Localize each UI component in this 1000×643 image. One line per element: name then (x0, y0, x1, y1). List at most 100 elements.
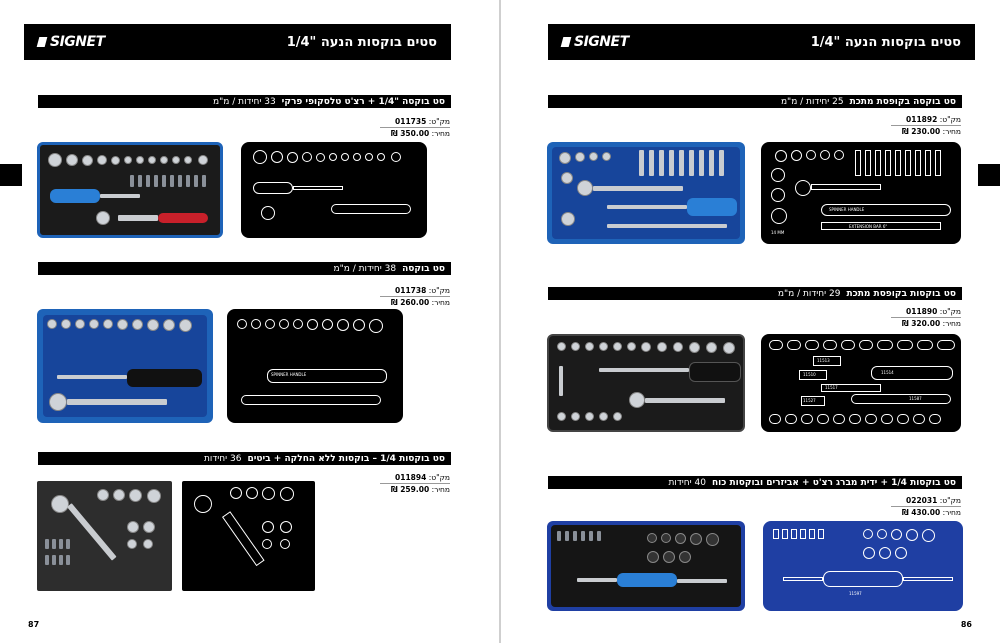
socket (571, 342, 580, 351)
socket (143, 539, 153, 549)
logo-mark-icon (36, 37, 48, 47)
spinner-handle (689, 362, 741, 382)
outline-adapter (801, 396, 825, 406)
page-title: סטים בוקסות הנעה "1/4 (286, 34, 437, 50)
meta-divider (891, 506, 961, 507)
logo-mark-icon (560, 37, 572, 47)
outline-tool-label: 11597 (849, 591, 862, 596)
product-price: 259.00 ₪ (390, 485, 430, 494)
impact-socket (647, 533, 657, 543)
product-outline-011738: SPINNER HANDLE (227, 309, 403, 423)
product-outline-011735 (241, 142, 427, 238)
outline-bit-socket (895, 150, 901, 176)
socket (111, 156, 120, 165)
product-title: סט בוקסה (402, 263, 445, 274)
outline-socket (271, 151, 283, 163)
outline-socket (929, 414, 941, 424)
meta-divider (380, 296, 450, 297)
product-photo-011892 (547, 142, 745, 244)
outline-socket (287, 152, 298, 163)
outline-socket (369, 319, 383, 333)
product-outline-022031: 11597 (763, 521, 963, 611)
spinner-handle-label: SPINNER HANDLE (271, 372, 307, 377)
ratchet-handle (645, 398, 725, 403)
outline-socket (353, 153, 361, 161)
outline-bit-socket (905, 150, 911, 176)
socket (571, 412, 580, 421)
outline-socket (771, 208, 787, 224)
impact-socket (661, 533, 671, 543)
outline-socket (865, 414, 877, 424)
outline-bit-socket (915, 150, 921, 176)
socket (47, 319, 57, 329)
socket (89, 319, 99, 329)
outline-socket (775, 150, 787, 162)
outline-socket (891, 529, 902, 540)
outline-socket (806, 150, 816, 160)
outline-socket (316, 153, 325, 162)
product-title: סט בוקסה "1/4 + רצ'ט טלסקופי פרקי (281, 96, 445, 107)
bit (589, 531, 593, 541)
product-count: 36 יחידות (203, 453, 242, 464)
outline-ratchet-head (194, 495, 212, 513)
ratchet-head (577, 180, 593, 196)
socket (163, 319, 175, 331)
outline-socket (817, 414, 829, 424)
outline-socket (265, 319, 275, 329)
outline-bit-socket (875, 150, 881, 176)
code-label: מק"ט: (939, 307, 961, 316)
outline-socket (820, 150, 830, 160)
outline-bit (818, 529, 824, 539)
product-photo-011738 (37, 309, 213, 423)
bit (130, 175, 134, 187)
impact-socket (647, 551, 659, 563)
socket (599, 342, 608, 351)
outline-socket (230, 487, 242, 499)
bit (52, 539, 56, 549)
outline-tool-label: 11513 (817, 358, 830, 363)
outline-socket (895, 547, 907, 559)
outline-extension (903, 577, 953, 581)
outline-socket (329, 153, 337, 161)
meta-divider (380, 483, 450, 484)
bit (154, 175, 158, 187)
product-meta: מק"ט: 022031 מחיר: 430.00 ₪ (821, 495, 961, 518)
outline-socket (791, 150, 802, 161)
ratchet-grip (158, 213, 208, 223)
bit (178, 175, 182, 187)
bit-socket (679, 150, 684, 176)
product-code: 011735 (395, 117, 427, 126)
outline-bit (791, 529, 797, 539)
outline-socket (881, 414, 893, 424)
outline-socket (280, 487, 294, 501)
page-title: סטים בוקסות הנעה "1/4 (810, 34, 961, 50)
impact-socket (706, 533, 719, 546)
product-title: סט בוקסות 1/4 + ידית מברג רצ'ט + אביזרים… (711, 477, 956, 488)
outline-socket (262, 539, 272, 549)
product-count: 29 יחידות / מ"מ (777, 288, 841, 299)
outline-socket (801, 414, 813, 424)
outline-extension (293, 186, 343, 190)
product-photo-011894 (37, 481, 172, 591)
outline-socket (341, 153, 349, 161)
outline-tool-label: 11527 (803, 398, 816, 403)
code-label: מק"ט: (428, 117, 450, 126)
outline-tool-label: 11517 (825, 385, 838, 390)
brand-name: SIGNET (50, 34, 105, 50)
code-label: מק"ט: (939, 115, 961, 124)
outline-spinner-handle (871, 366, 953, 380)
bit-socket (709, 150, 714, 176)
bit-socket (639, 150, 644, 176)
outline-socket (805, 340, 819, 350)
bit (573, 531, 577, 541)
spinner-shaft (607, 205, 687, 209)
socket (172, 156, 180, 164)
code-label: מק"ט: (428, 286, 450, 295)
bit (597, 531, 601, 541)
outline-bit-socket (885, 150, 891, 176)
socket (723, 342, 735, 354)
outline-socket (877, 340, 893, 350)
product-code: 022031 (906, 496, 938, 505)
socket (61, 319, 71, 329)
left-header-bar: SIGNET סטים בוקסות הנעה "1/4 (24, 24, 451, 60)
